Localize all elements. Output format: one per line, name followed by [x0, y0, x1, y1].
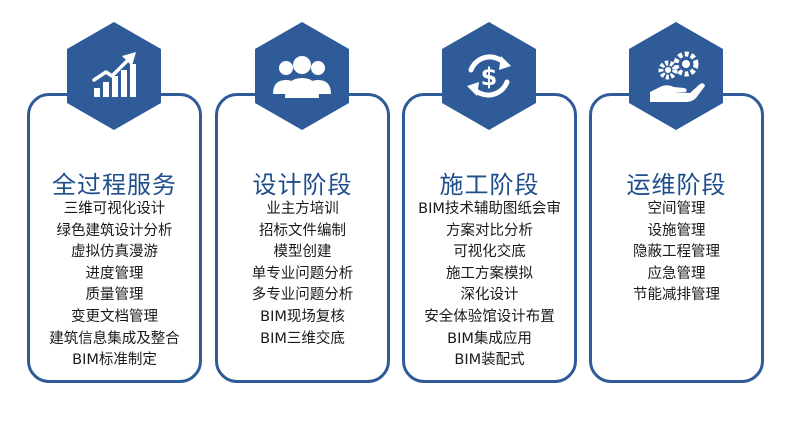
- list-item: 业主方培训: [266, 201, 339, 217]
- list-item: 安全体验馆设计布置: [424, 308, 555, 325]
- list-item: 节能减排管理: [633, 287, 720, 304]
- list-item: 应急管理: [647, 265, 706, 282]
- svg-text:$: $: [481, 63, 498, 91]
- card-full-process: [27, 93, 202, 383]
- growth-chart-icon: [92, 52, 136, 97]
- list-item: 方案对比分析: [446, 222, 533, 239]
- list-item: 多专业问题分析: [251, 287, 354, 304]
- card-item-list: 三维可视化设计 绿色建筑设计分析 虚拟仿真漫游 进度管理 质量管理 变更文档管理…: [27, 199, 202, 372]
- list-item: BIM技术辅助图纸会审: [418, 201, 561, 217]
- list-item: 模型创建: [273, 244, 332, 261]
- card-design-stage: [215, 93, 390, 383]
- dollar-cycle-icon: $: [467, 54, 511, 98]
- card-title: 运维阶段: [626, 171, 727, 199]
- card-title: 施工阶段: [439, 171, 540, 199]
- list-item: 招标文件编制: [259, 222, 346, 239]
- list-item: 变更文档管理: [71, 308, 158, 325]
- list-item: 单专业问题分析: [251, 265, 354, 282]
- card-item-list: 业主方培训 招标文件编制 模型创建 单专业问题分析 多专业问题分析 BIM现场复…: [215, 199, 390, 350]
- list-item: BIM集成应用: [447, 330, 532, 347]
- list-item: 虚拟仿真漫游: [71, 244, 158, 261]
- list-item: BIM现场复核: [260, 308, 345, 325]
- list-item: 三维可视化设计: [63, 201, 166, 217]
- list-item: BIM三维交底: [260, 330, 345, 347]
- list-item: BIM装配式: [454, 352, 525, 369]
- list-item: BIM标准制定: [72, 352, 157, 369]
- card-item-list: BIM技术辅助图纸会审 方案对比分析 可视化交底 施工方案模拟 深化设计 安全体…: [402, 199, 577, 372]
- list-item: 绿色建筑设计分析: [56, 222, 173, 239]
- card-title: 设计阶段: [252, 171, 353, 199]
- list-item: 进度管理: [85, 265, 144, 282]
- card-construction-stage: [402, 93, 577, 383]
- hex-badge-operation-stage: [622, 22, 730, 130]
- list-item: 空间管理: [647, 201, 706, 217]
- hex-badge-full-process: [60, 22, 168, 130]
- hex-badge-construction-stage: $: [435, 22, 543, 130]
- list-item: 建筑信息集成及整合: [49, 330, 180, 347]
- hex-badge-design-stage: [248, 22, 356, 130]
- card-operation-stage: [589, 93, 764, 383]
- gears-hand-icon: [650, 51, 705, 102]
- list-item: 隐蔽工程管理: [633, 244, 720, 261]
- list-item: 设施管理: [647, 222, 706, 239]
- list-item: 可视化交底: [453, 244, 526, 261]
- list-item: 质量管理: [85, 287, 144, 304]
- people-group-icon: [273, 56, 331, 98]
- list-item: 施工方案模拟: [446, 265, 533, 282]
- card-title: 全过程服务: [52, 171, 177, 199]
- card-item-list: 空间管理 设施管理 隐蔽工程管理 应急管理 节能减排管理: [589, 199, 764, 307]
- list-item: 深化设计: [460, 287, 519, 304]
